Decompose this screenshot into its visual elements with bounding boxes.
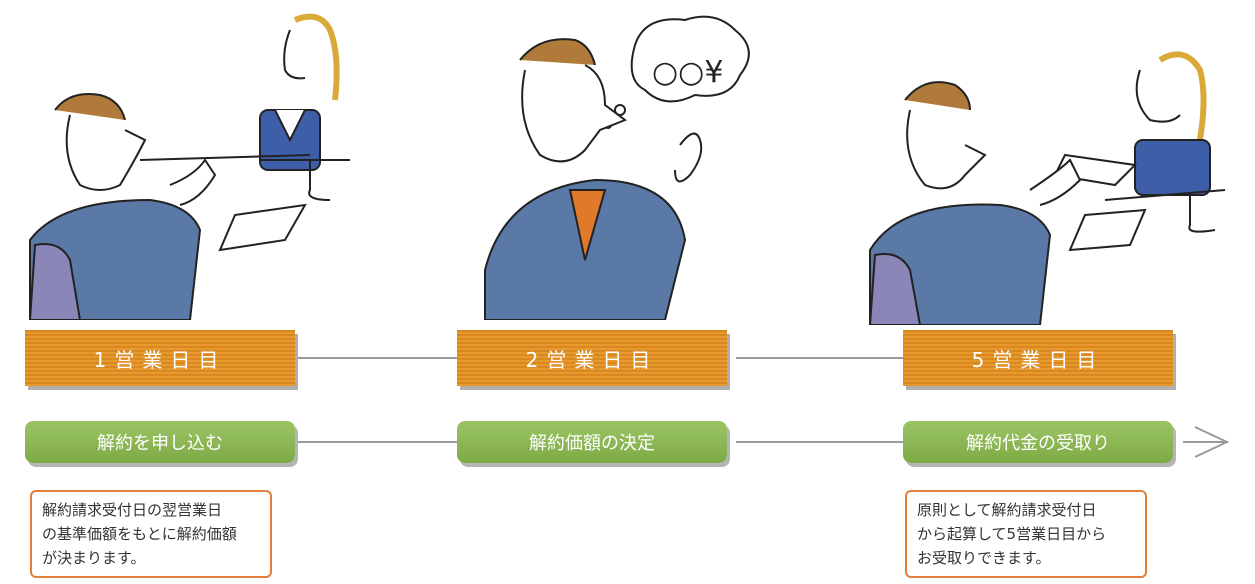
day-label-2: 2営業日目 [457,330,727,386]
connector-step-3-end [1183,441,1228,443]
arrow-right-icon [1194,426,1230,458]
woman-figure [1053,51,1226,233]
illustration-receiving-payment [868,51,1226,325]
illustration-price-decision: ○○¥ [484,15,750,320]
woman-figure [259,13,350,201]
day-label-1: 1営業日目 [25,330,295,386]
connector-step-1-2 [298,441,458,443]
note-price-basis: 解約請求受付日の翌営業日 の基準価額をもとに解約価額 が決まります。 [30,490,272,578]
connector-day-1-2 [298,357,458,359]
day-label-3: 5営業日目 [903,330,1173,386]
thinking-man [484,38,703,320]
connector-day-2-3 [736,357,906,359]
thought-text: ○○¥ [652,55,723,90]
man-figure [28,93,311,320]
step-price-decision: 解約価額の決定 [457,421,727,463]
man-figure [868,81,1147,325]
note-receipt-timing: 原則として解約請求受付日 から起算して5営業日目から お受取りできます。 [905,490,1147,578]
illustration-application [28,13,350,320]
step-apply: 解約を申し込む [25,421,295,463]
step-receive-payment: 解約代金の受取り [903,421,1173,463]
connector-step-2-3 [736,441,906,443]
